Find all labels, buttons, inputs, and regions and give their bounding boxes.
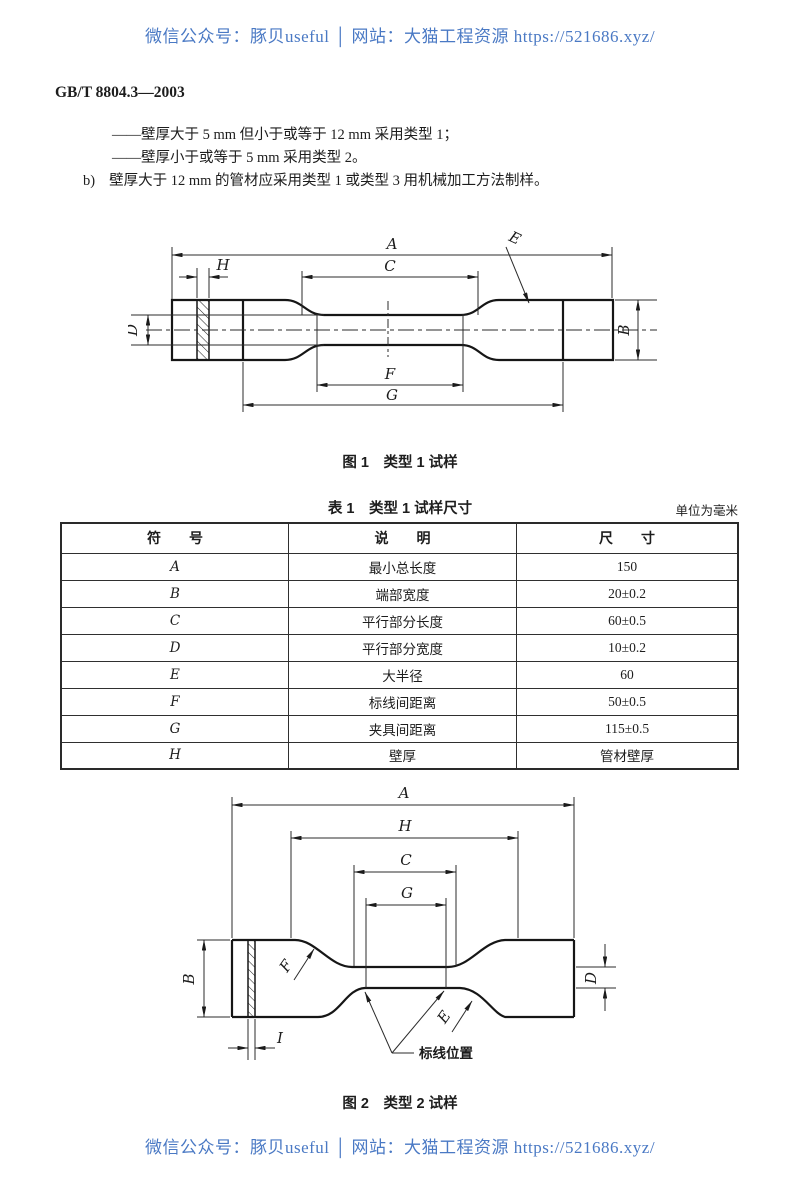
fig2-label-E: E bbox=[433, 1007, 455, 1027]
table-header-row: 符 号 说 明 尺 寸 bbox=[60, 522, 739, 554]
fig2-gauge-position-label: 标线位置 bbox=[418, 1045, 473, 1061]
header-dimension: 尺 寸 bbox=[516, 522, 739, 554]
fig1-label-G: G bbox=[386, 386, 398, 404]
promo-banner-bottom: 微信公众号：豚贝useful │ 网站：大猫工程资源 https://52168… bbox=[144, 1138, 656, 1157]
table1-unit-note: 单位为毫米 bbox=[675, 504, 738, 518]
item-b-marker: b) bbox=[83, 173, 96, 189]
fig2-label-B: B bbox=[180, 973, 198, 985]
cell-dimension: 60 bbox=[516, 660, 739, 689]
cell-dimension: 150 bbox=[516, 552, 739, 581]
fig2-wall-hatch bbox=[248, 940, 255, 1017]
cell-symbol: G bbox=[60, 714, 289, 743]
fig1-label-H: H bbox=[215, 256, 230, 274]
fig2-label-H: H bbox=[397, 817, 412, 835]
fig1-specimen-outline bbox=[146, 298, 657, 362]
doc-number: GB/T 8804.3—2003 bbox=[55, 84, 185, 101]
fig1-label-B: B bbox=[615, 324, 633, 336]
cell-description: 端部宽度 bbox=[287, 579, 518, 608]
cell-symbol: A bbox=[60, 552, 289, 581]
cell-symbol: H bbox=[60, 741, 289, 770]
fig2-label-F: F bbox=[275, 956, 297, 976]
clause-item-b: b) 壁厚大于 12 mm 的管材应采用类型 1 或类型 3 用机械加工方法制样。 bbox=[83, 169, 549, 190]
cell-symbol: F bbox=[60, 687, 289, 716]
figure2-caption: 图 2 类型 2 试样 bbox=[342, 1096, 458, 1112]
fig2-label-I: I bbox=[276, 1029, 284, 1047]
cell-dimension: 20±0.2 bbox=[516, 579, 739, 608]
cell-description: 壁厚 bbox=[287, 741, 518, 770]
fig2-specimen-outline bbox=[230, 938, 576, 1019]
cell-description: 大半径 bbox=[287, 660, 518, 689]
fig2-dimension-labels: A H C G B D F E I 标线位置 bbox=[180, 784, 600, 1061]
cell-dimension: 60±0.5 bbox=[516, 606, 739, 635]
cell-description: 标线间距离 bbox=[287, 687, 518, 716]
cell-description: 夹具间距离 bbox=[287, 714, 518, 743]
fig1-label-C: C bbox=[384, 257, 396, 275]
figure2-drawing: A H C G B D F E I 标线位置 bbox=[180, 784, 616, 1061]
fig2-label-C: C bbox=[400, 851, 412, 869]
fig2-label-G: G bbox=[401, 884, 413, 902]
cell-dimension: 50±0.5 bbox=[516, 687, 739, 716]
cell-description: 平行部分宽度 bbox=[287, 633, 518, 662]
cell-description: 最小总长度 bbox=[287, 552, 518, 581]
clause-bullet-1: ——壁厚大于 5 mm 但小于或等于 12 mm 采用类型 1； bbox=[112, 127, 458, 143]
header-description: 说 明 bbox=[287, 522, 518, 554]
table1-title: 表 1 类型 1 试样尺寸 bbox=[327, 501, 473, 517]
cell-dimension: 115±0.5 bbox=[516, 714, 739, 743]
cell-symbol: B bbox=[60, 579, 289, 608]
fig1-dimension-labels: A C H D B F G E bbox=[128, 227, 633, 404]
cell-symbol: C bbox=[60, 606, 289, 635]
figure1-drawing: A C H D B F G E bbox=[128, 227, 657, 412]
fig1-label-F: F bbox=[384, 365, 396, 383]
fig1-label-A: A bbox=[385, 235, 398, 253]
fig1-dimensions bbox=[131, 246, 657, 412]
cell-symbol: E bbox=[60, 660, 289, 689]
fig1-label-E: E bbox=[505, 227, 523, 248]
cell-dimension: 10±0.2 bbox=[516, 633, 739, 662]
item-b-text: 壁厚大于 12 mm 的管材应采用类型 1 或类型 3 用机械加工方法制样。 bbox=[109, 173, 549, 189]
cell-description: 平行部分长度 bbox=[287, 606, 518, 635]
cell-dimension: 管材壁厚 bbox=[516, 741, 739, 770]
fig2-label-A: A bbox=[397, 784, 410, 802]
cell-symbol: D bbox=[60, 633, 289, 662]
figure1-caption: 图 1 类型 1 试样 bbox=[342, 455, 458, 471]
fig2-dimensions bbox=[197, 797, 616, 1060]
fig1-label-D: D bbox=[128, 324, 141, 337]
clause-bullet-2: ——壁厚小于或等于 5 mm 采用类型 2。 bbox=[112, 150, 367, 166]
promo-banner-top: 微信公众号：豚贝useful │ 网站：大猫工程资源 https://52168… bbox=[144, 27, 656, 46]
header-symbol: 符 号 bbox=[60, 522, 289, 554]
fig2-label-D: D bbox=[582, 972, 600, 985]
